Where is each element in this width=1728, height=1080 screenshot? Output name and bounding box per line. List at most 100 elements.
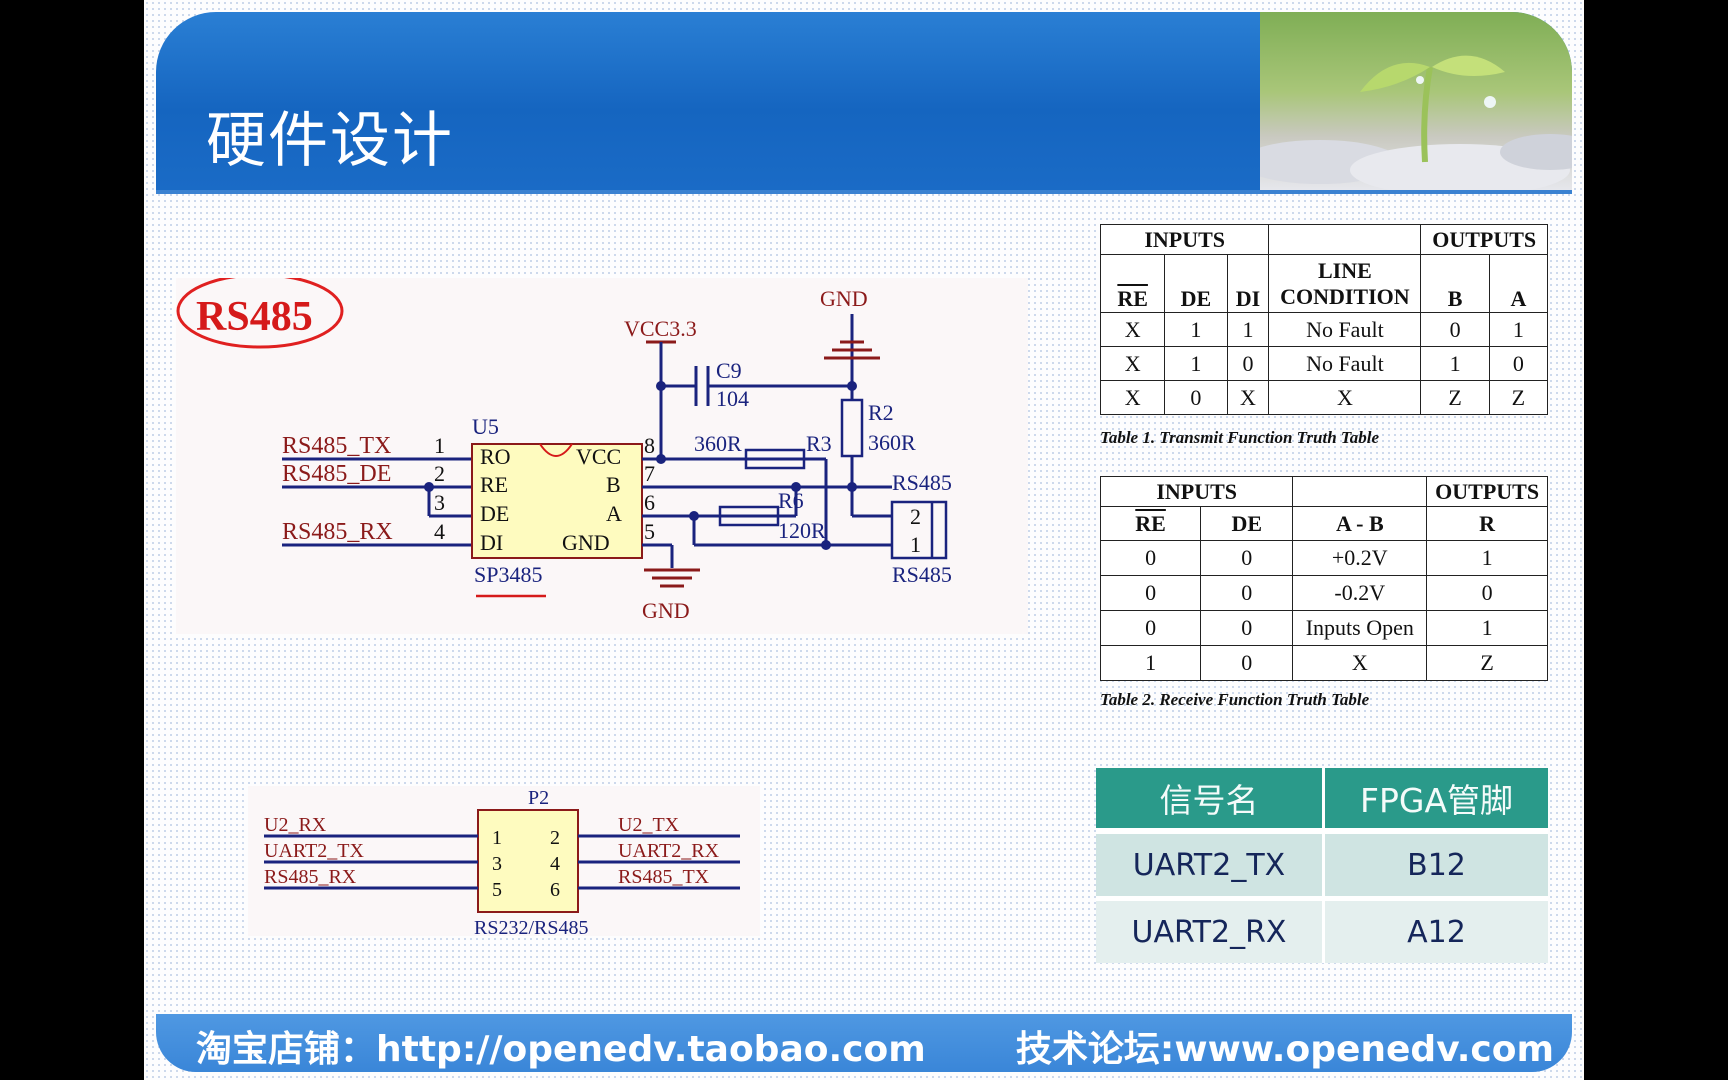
table-group-header: INPUTS (1099, 224, 1270, 255)
table-cell: UART2_RX (1096, 901, 1325, 963)
page-title: 硬件设计 (206, 106, 454, 176)
sprout-photo (1240, 12, 1572, 190)
net-label: RS485_RX (282, 519, 393, 545)
table-cell: 1 (1164, 346, 1228, 381)
table-cell: X (1099, 312, 1166, 347)
chip-ref: U5 (472, 414, 499, 439)
footer-bar: 淘宝店铺：http://openedv.taobao.com 技术论坛:www.… (156, 1014, 1572, 1072)
pin-number: 3 (492, 853, 502, 875)
pin-number: 6 (550, 879, 560, 901)
pin-number: 4 (550, 853, 560, 875)
conn-pin: 1 (910, 532, 921, 557)
table-cell: 0 (1226, 346, 1270, 381)
c9-ref: C9 (716, 358, 742, 383)
p2-part: RS232/RS485 (474, 917, 588, 936)
r6-value: 120R (778, 518, 826, 543)
net-label: U2_TX (618, 814, 680, 836)
table-cell: UART2_TX (1096, 834, 1325, 896)
table-cell: 1 (1099, 645, 1202, 681)
col-header-line1: LINE (1317, 257, 1372, 283)
chip-pin-label: A (606, 501, 622, 526)
pin-number: 2 (434, 461, 445, 486)
pin-number: 1 (434, 433, 445, 458)
stamp-text: RS485 (196, 294, 313, 340)
table-group-header: OUTPUTS (1420, 224, 1548, 255)
table-cell: 1 (1226, 312, 1270, 347)
col-header: A (1488, 254, 1549, 313)
table-cell: 0 (1200, 610, 1294, 646)
net-label: RS485_RX (264, 866, 357, 888)
col-header: DE (1200, 506, 1294, 541)
table-cell: 0 (1099, 540, 1202, 576)
table-cell: 0 (1426, 575, 1548, 611)
col-header: A - B (1292, 506, 1428, 541)
chip-pin-label: DE (480, 501, 509, 526)
table-cell: 0 (1488, 346, 1549, 381)
header-underline (156, 190, 1572, 194)
table-cell: 1 (1488, 312, 1549, 347)
table-row: 0 0 +0.2V 1 (1099, 540, 1548, 576)
table-group-header: INPUTS (1099, 476, 1294, 507)
table-cell: 0 (1099, 610, 1202, 646)
receive-truth-table: INPUTS OUTPUTS RE DE A - B R 0 0 +0.2V 1… (1099, 476, 1548, 681)
chip-pin-label: GND (562, 530, 610, 555)
conn-label-bottom: RS485 (892, 562, 952, 587)
header-banner: 硬件设计 (156, 12, 1572, 190)
r2-value: 360R (868, 430, 916, 455)
r2-ref: R2 (868, 400, 894, 425)
table-cell: 1 (1426, 610, 1548, 646)
col-header: B (1420, 254, 1490, 313)
rs485-schematic-panel: RS485 RS485_TX RS485_DE RS485_RX 1 2 3 4… (176, 273, 1028, 634)
table-cell: 1 (1164, 312, 1228, 347)
chip-pin-label: RO (480, 444, 511, 469)
col-header: RE (1099, 254, 1166, 313)
table-cell: B12 (1323, 834, 1548, 896)
net-label: U2_RX (264, 814, 327, 836)
footer-taobao-link[interactable]: 淘宝店铺：http://openedv.taobao.com (196, 1029, 926, 1070)
pin-number: 8 (644, 433, 655, 458)
table-row: UART2_TX B12 (1096, 834, 1548, 896)
gnd-label: GND (820, 286, 868, 311)
table-cell: 0 (1200, 645, 1294, 681)
vcc-label: VCC3.3 (624, 316, 697, 341)
table-cell: X (1226, 380, 1270, 415)
table-cell: A12 (1323, 901, 1548, 963)
table-row: X 1 0 No Fault 1 0 (1099, 346, 1549, 381)
table-cell: No Fault (1268, 346, 1422, 381)
slide: 硬件设计 RS485 (144, 0, 1584, 1080)
col-header: DE (1164, 254, 1228, 313)
net-label: RS485_DE (282, 461, 391, 487)
conn-pin: 2 (910, 504, 921, 529)
r2-resistor (840, 398, 864, 458)
r3-ref: R3 (806, 431, 832, 456)
table-cell: X (1099, 346, 1166, 381)
r3-value: 360R (694, 431, 742, 456)
pin-number: 1 (492, 827, 502, 849)
chip-pin-label: RE (480, 472, 508, 497)
pin-number: 6 (644, 490, 655, 515)
table-cell: 0 (1099, 575, 1202, 611)
table-cell: +0.2V (1292, 540, 1428, 576)
net-label: UART2_TX (264, 840, 364, 862)
table-group-header (1268, 224, 1422, 255)
table-row: 1 0 X Z (1099, 645, 1548, 681)
col-header-line2: CONDITION (1280, 283, 1410, 309)
chip-u5 (471, 443, 643, 559)
footer-forum-link[interactable]: 技术论坛:www.openedv.com (1015, 1029, 1554, 1070)
p2-ref: P2 (528, 787, 549, 809)
table-row: 信号名 FPGA管脚 (1096, 768, 1548, 828)
pin-number: 3 (434, 490, 445, 515)
table-row: 0 0 Inputs Open 1 (1099, 610, 1548, 646)
pin-number: 5 (644, 519, 655, 544)
sprout-icon (1240, 55, 1572, 190)
chip-pin-label: VCC (576, 444, 621, 469)
p2-header-panel: P2 U2_RX UART2_TX RS485_RX U2_TX UART2_R… (248, 786, 760, 939)
table-cell: X (1292, 645, 1428, 681)
table-cell: No Fault (1268, 312, 1422, 347)
table-cell: Inputs Open (1292, 610, 1428, 646)
table-cell: 1 (1420, 346, 1490, 381)
p2-schematic: P2 U2_RX UART2_TX RS485_RX U2_TX UART2_R… (264, 787, 740, 939)
col-header: RE (1099, 506, 1202, 541)
rs485-schematic: RS485 RS485_TX RS485_DE RS485_RX 1 2 3 4… (176, 273, 952, 623)
